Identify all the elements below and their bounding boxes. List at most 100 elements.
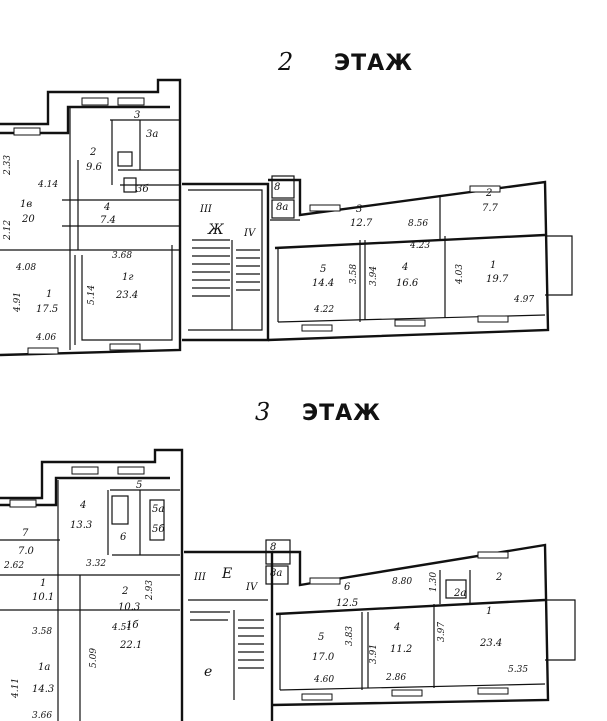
room-area: 14.3 <box>32 684 54 695</box>
dimension-label: 2.33 <box>3 155 13 176</box>
floor3-number: 3 <box>255 398 270 426</box>
dimension-label: 3.94 <box>369 266 379 286</box>
room-number: 1б <box>126 620 139 631</box>
room-number: 4 <box>401 262 408 273</box>
room-number: 3а <box>146 129 158 140</box>
room-area: 16.6 <box>396 278 419 289</box>
dimension-label: 8.56 <box>408 219 428 229</box>
room-number: 1 <box>486 606 492 617</box>
room-number: 8 <box>274 182 280 193</box>
dimension-label: 3.58 <box>32 627 52 637</box>
floor3-walls <box>0 448 576 721</box>
floor2-windows <box>13 97 509 355</box>
dimension-label: 2.12 <box>3 220 13 241</box>
room-number: 4 <box>103 202 110 213</box>
floor2-stair-zh: Ж <box>207 222 225 238</box>
dimension-label: 2.93 <box>145 580 155 601</box>
dimension-label: 2.62 <box>3 561 24 571</box>
room-area: 17.0 <box>312 652 335 663</box>
room-number: 8а <box>270 568 282 579</box>
room-area: 9.6 <box>86 162 103 173</box>
dimension-label: 1.30 <box>429 572 439 592</box>
room-number: 2 <box>121 586 128 597</box>
dimension-label: 5.14 <box>87 285 97 305</box>
floor3-stair-iv: IV <box>245 582 259 593</box>
dimension-label: 5.35 <box>508 665 528 675</box>
dimension-label: 3.91 <box>369 644 379 664</box>
floor3-stair-iii: III <box>193 572 207 583</box>
floor2-stairs <box>117 151 295 297</box>
room-area: 7.4 <box>100 215 116 226</box>
floor2-number: 2 <box>277 48 293 76</box>
room-number: 1 <box>46 289 52 300</box>
room-area: 22.1 <box>119 640 142 651</box>
floor3-stair-e-lower: е <box>204 664 212 680</box>
room-number: 5б <box>152 524 165 535</box>
room-area: 12.5 <box>336 598 358 609</box>
room-area: 20 <box>21 214 35 225</box>
room-number: 6 <box>344 582 351 593</box>
floor3-rooms: 5 5а 5б 6 4 13.3 7 7.0 1 10.1 2 10.3 1б … <box>18 480 502 695</box>
room-number: 1в <box>20 199 32 210</box>
room-number: 1 <box>40 578 46 589</box>
room-number: 1а <box>38 662 50 673</box>
floor3-stair-e: Е <box>221 566 232 582</box>
room-number: 5а <box>152 504 164 515</box>
dimension-label: 4.51 <box>111 623 132 633</box>
room-number: 4 <box>393 622 400 633</box>
dimension-label: 3.97 <box>437 622 447 642</box>
dimension-label: 4.06 <box>35 333 56 343</box>
room-area: 11.2 <box>390 644 412 655</box>
floor2-stair-iii: III <box>199 204 213 215</box>
room-area: 7.7 <box>482 203 499 214</box>
room-area: 10.1 <box>32 592 54 603</box>
room-number: 4 <box>79 500 86 511</box>
room-number: 2 <box>89 147 96 158</box>
room-area: 7.0 <box>18 546 35 557</box>
room-number: 5 <box>320 264 326 275</box>
floor3-stairs <box>111 495 467 669</box>
room-number: 1г <box>122 272 133 283</box>
dimension-label: 2.86 <box>385 673 406 683</box>
dimension-label: 4.08 <box>15 263 36 273</box>
room-number: 2 <box>495 572 502 583</box>
dimension-label: 4.11 <box>11 678 21 699</box>
room-number: 8а <box>276 202 288 213</box>
dimension-label: 4.97 <box>513 295 534 305</box>
room-number: 3 <box>356 204 362 215</box>
dimension-label: 3.68 <box>112 251 132 261</box>
dimension-label: 3.32 <box>86 559 106 569</box>
dimension-label: 5.09 <box>89 648 99 668</box>
dimension-label: 4.14 <box>37 180 58 190</box>
room-area: 23.4 <box>115 290 138 301</box>
floor3-dimensions: 3.32 2.62 3.58 4.51 2.93 5.09 3.66 4.11 … <box>3 559 528 721</box>
floor3-windows <box>9 466 509 701</box>
room-number: 8 <box>270 542 276 553</box>
dimension-label: 4.23 <box>409 241 430 251</box>
floor2-walls <box>0 78 573 357</box>
room-number: 5 <box>318 632 324 643</box>
room-number: 3 <box>134 110 140 121</box>
room-number: 3б <box>136 184 149 195</box>
dimension-label: 8.80 <box>392 577 412 587</box>
room-area: 23.4 <box>479 638 502 649</box>
room-number: 6 <box>120 532 127 543</box>
room-number: 2 <box>485 188 492 199</box>
dimension-label: 3.83 <box>345 626 355 646</box>
room-area: 19.7 <box>486 274 509 285</box>
floor2-rooms: 2 9.6 3 3а 3б 1в 20 4 7.4 1 17.5 1г 23.4… <box>20 110 509 315</box>
room-area: 12.7 <box>350 218 373 229</box>
floor2-dimensions: 2.33 4.14 2.12 4.08 4.91 4.06 3.68 5.14 … <box>3 155 534 343</box>
dimension-label: 4.03 <box>455 264 465 285</box>
dimension-label: 3.58 <box>349 264 359 284</box>
room-number: 1 <box>490 260 496 271</box>
dimension-label: 4.60 <box>313 675 334 685</box>
room-area: 13.3 <box>70 520 92 531</box>
floor2-stair-iv: IV <box>243 228 257 239</box>
dimension-label: 4.22 <box>313 305 334 315</box>
dimension-label: 3.66 <box>32 711 52 721</box>
floor3-title: ЭТАЖ <box>302 401 381 426</box>
room-number: 7 <box>22 528 29 539</box>
room-area: 14.4 <box>312 278 334 289</box>
